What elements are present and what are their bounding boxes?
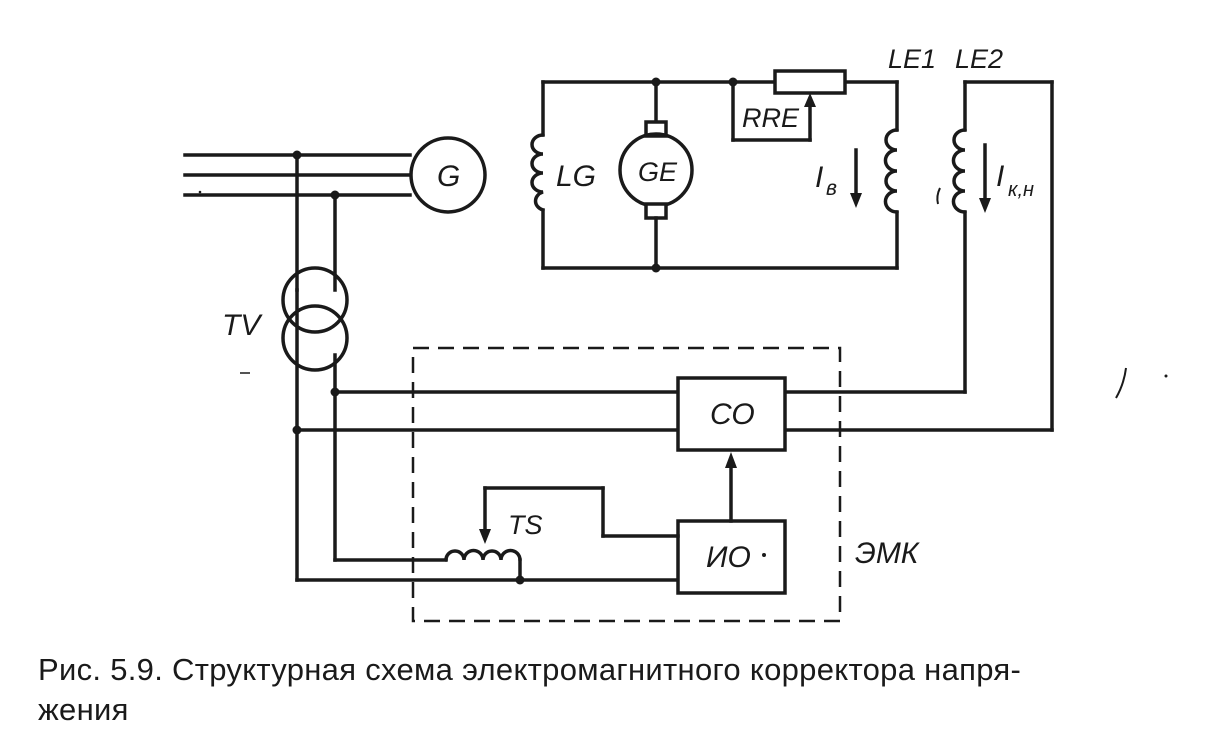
le2-circuit: [783, 80, 1054, 432]
ib-label-sub: в: [826, 177, 837, 200]
emk-label: ЭМК: [855, 537, 921, 570]
caption-line-2: жения: [38, 692, 129, 727]
transformer-tv: TV: [222, 266, 349, 372]
ts-transformer: TS: [444, 486, 680, 562]
le1-label: LE1: [888, 44, 936, 74]
emk-enclosure: [411, 346, 842, 623]
io-label: ИО: [706, 541, 751, 574]
ikn-label-main: I: [996, 160, 1004, 193]
current-ikn: I к,н: [979, 143, 1034, 213]
co-block: СО: [676, 376, 787, 452]
exciter-ge: GE: [618, 80, 694, 270]
transformer-label: TV: [222, 309, 263, 342]
ib-label-main: I: [815, 161, 823, 194]
exciter-label: GE: [638, 157, 678, 187]
le2-label: LE2: [955, 44, 1003, 74]
generator-g: G: [409, 136, 487, 214]
rheostat-label: RRE: [742, 103, 800, 133]
figure-caption: Рис. 5.9. Структурная схема электромагни…: [38, 650, 1208, 730]
exciter-circuit: [541, 77, 899, 273]
lg-coil: [530, 133, 545, 212]
ikn-label-sub: к,н: [1008, 179, 1034, 201]
co-label: СО: [710, 398, 755, 431]
caption-line-1: Рис. 5.9. Структурная схема электромагни…: [38, 652, 1022, 687]
le2-coil: [951, 128, 967, 214]
scan-marks: [198, 187, 1168, 399]
io-block: ИО: [676, 519, 787, 595]
generator-label: G: [437, 160, 460, 193]
emk-wires: [292, 387, 680, 585]
io-to-co-arrow: [725, 452, 737, 523]
ts-label: TS: [508, 510, 543, 540]
rheostat-rre: RRE: [731, 69, 847, 142]
le1-coil: [883, 128, 899, 214]
current-ib: I в: [815, 148, 862, 208]
lg-label: LG: [556, 160, 596, 193]
